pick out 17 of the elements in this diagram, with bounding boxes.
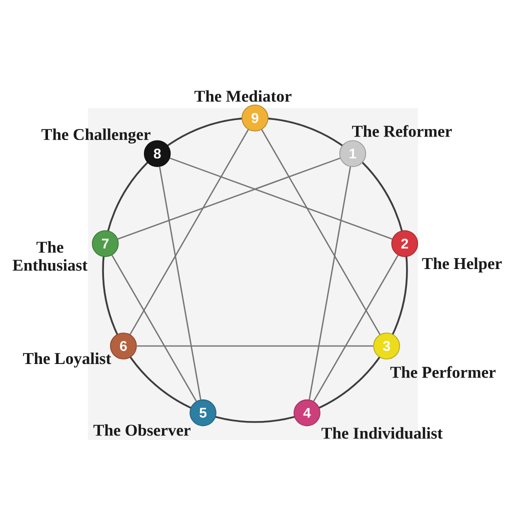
type-label: The Loyalist bbox=[23, 352, 112, 368]
connector-line bbox=[136, 345, 374, 347]
type-label: The Reformer bbox=[352, 125, 452, 137]
connector-line bbox=[118, 158, 340, 240]
connector-line bbox=[313, 254, 399, 402]
connector-line bbox=[261, 129, 380, 335]
type-label: The Enthusiast bbox=[12, 241, 88, 271]
connector-line bbox=[158, 166, 202, 400]
type-label: The Observer bbox=[93, 424, 190, 436]
type-label: The Individualist bbox=[322, 427, 443, 439]
connector-line bbox=[130, 129, 249, 335]
type-label: The Performer bbox=[390, 366, 496, 378]
type-label: The Helper bbox=[422, 258, 502, 272]
connector-line bbox=[170, 158, 392, 240]
connector-line bbox=[111, 254, 197, 402]
type-label: The Mediator bbox=[194, 90, 292, 102]
connector-line bbox=[308, 166, 352, 400]
